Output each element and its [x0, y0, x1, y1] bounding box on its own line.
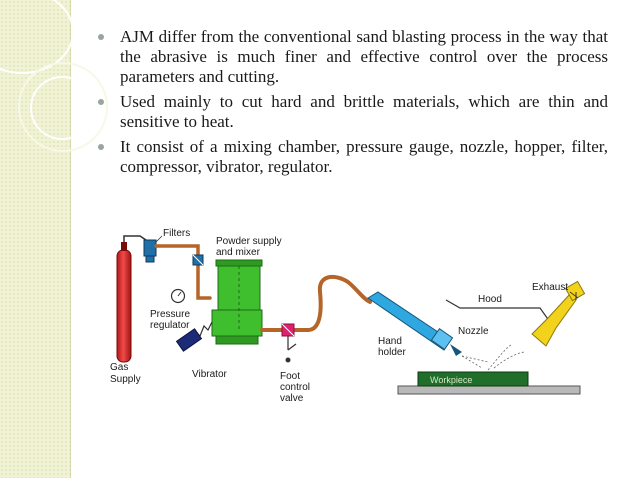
- label-workpiece: Workpiece: [430, 375, 472, 385]
- gas-cylinder: [116, 242, 132, 363]
- nozzle-hand-holder: [367, 291, 462, 356]
- foot-control-valve: [281, 323, 297, 363]
- label-powder-supply: Powder supply: [216, 236, 282, 247]
- bullet-item: AJM differ from the conventional sand bl…: [98, 27, 608, 87]
- pressure-gauge: [170, 288, 186, 304]
- label-gas: Gas: [110, 362, 128, 373]
- bullet-list: AJM differ from the conventional sand bl…: [98, 27, 608, 182]
- label-supply: Supply: [110, 374, 141, 385]
- supply-hose: [154, 244, 212, 300]
- abrasive-hose: [260, 274, 372, 332]
- filters-leader: [155, 235, 163, 243]
- inline-valve: [192, 254, 204, 266]
- label-nozzle: Nozzle: [458, 326, 489, 337]
- label-foot: Foot: [280, 371, 300, 382]
- hood: [445, 299, 551, 323]
- bullet-item: It consist of a mixing chamber, pressure…: [98, 137, 608, 177]
- bullet-item: Used mainly to cut hard and brittle mate…: [98, 92, 608, 132]
- filter-unit: [143, 239, 157, 263]
- exhaust-leader: [569, 291, 579, 299]
- label-control: control: [280, 382, 310, 393]
- label-hood: Hood: [478, 294, 502, 305]
- label-filters: Filters: [163, 228, 190, 239]
- abrasive-jet: [461, 343, 525, 371]
- label-exhaust: Exhaust: [532, 282, 568, 293]
- label-vibrator: Vibrator: [192, 369, 228, 380]
- label-valve: valve: [280, 393, 304, 404]
- label-pressure: Pressure: [150, 309, 190, 320]
- gas-line: [123, 235, 147, 242]
- ajm-setup-diagram: Filters Pressure regulator Powder supply…: [110, 228, 586, 404]
- label-holder: holder: [378, 347, 406, 358]
- label-hand: Hand: [378, 336, 402, 347]
- powder-mixer: [211, 259, 263, 345]
- decorative-ring-small: [30, 76, 94, 140]
- label-regulator: regulator: [150, 320, 190, 331]
- label-and-mixer: and mixer: [216, 247, 261, 258]
- vibrator: [175, 321, 213, 352]
- machine-table: [397, 385, 581, 395]
- decorative-ring-medium: [18, 62, 108, 152]
- exhaust-duct: [531, 280, 586, 347]
- workpiece: [417, 371, 529, 387]
